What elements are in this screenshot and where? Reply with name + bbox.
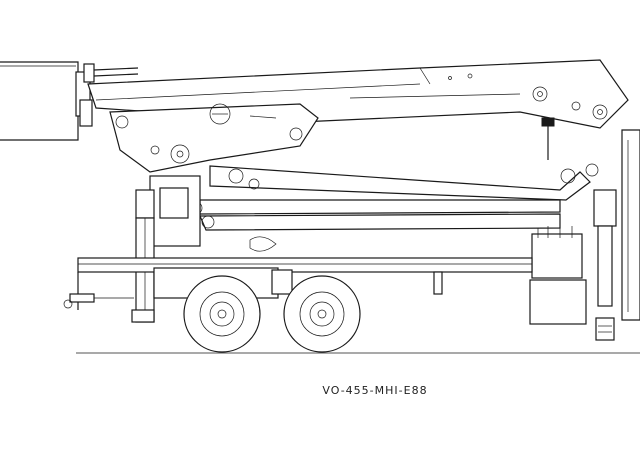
equipment-box (529, 226, 587, 325)
truck-cab-edge (621, 129, 640, 321)
articulated-arms (189, 163, 599, 252)
rear-outrigger (593, 189, 617, 341)
rear-axle-wheel (283, 275, 361, 353)
lower-boom (109, 103, 319, 173)
platform-bucket (0, 61, 139, 141)
front-axle-wheel (183, 275, 261, 353)
drawing-caption: VO-455-MHI-E88 (322, 384, 428, 397)
hydraulic-cylinder (541, 117, 555, 160)
